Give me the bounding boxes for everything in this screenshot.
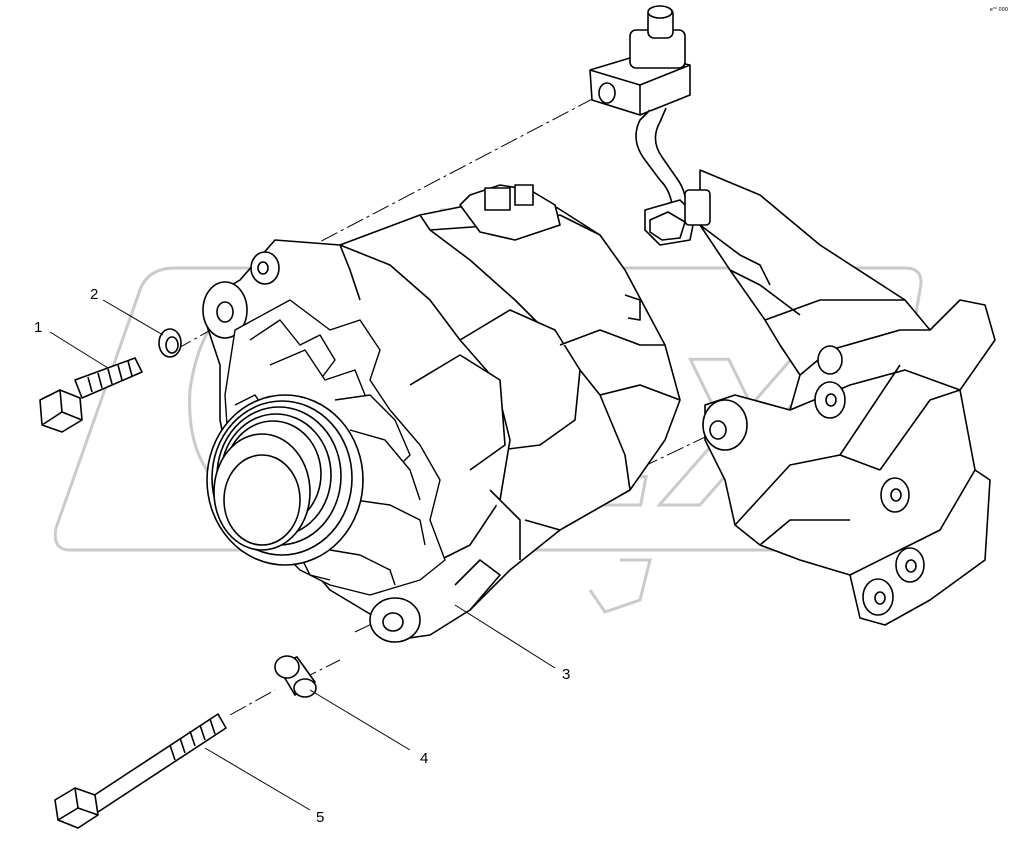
callout-2: 2	[90, 286, 99, 303]
callout-1: 1	[34, 319, 43, 336]
washer	[158, 328, 182, 358]
oil-pipe-fitting	[589, 5, 711, 246]
corner-reference-mark: e²⁰ 000	[989, 7, 1008, 13]
spacer	[274, 655, 317, 698]
callout-5: 5	[316, 809, 325, 826]
callout-4: 4	[420, 750, 429, 767]
long-bolt	[54, 713, 227, 829]
alternator	[202, 184, 681, 643]
leader-lines	[49, 299, 556, 811]
bolt	[39, 357, 143, 433]
pulley	[206, 394, 364, 566]
mounting-bracket	[699, 169, 996, 626]
callout-3: 3	[562, 666, 571, 683]
